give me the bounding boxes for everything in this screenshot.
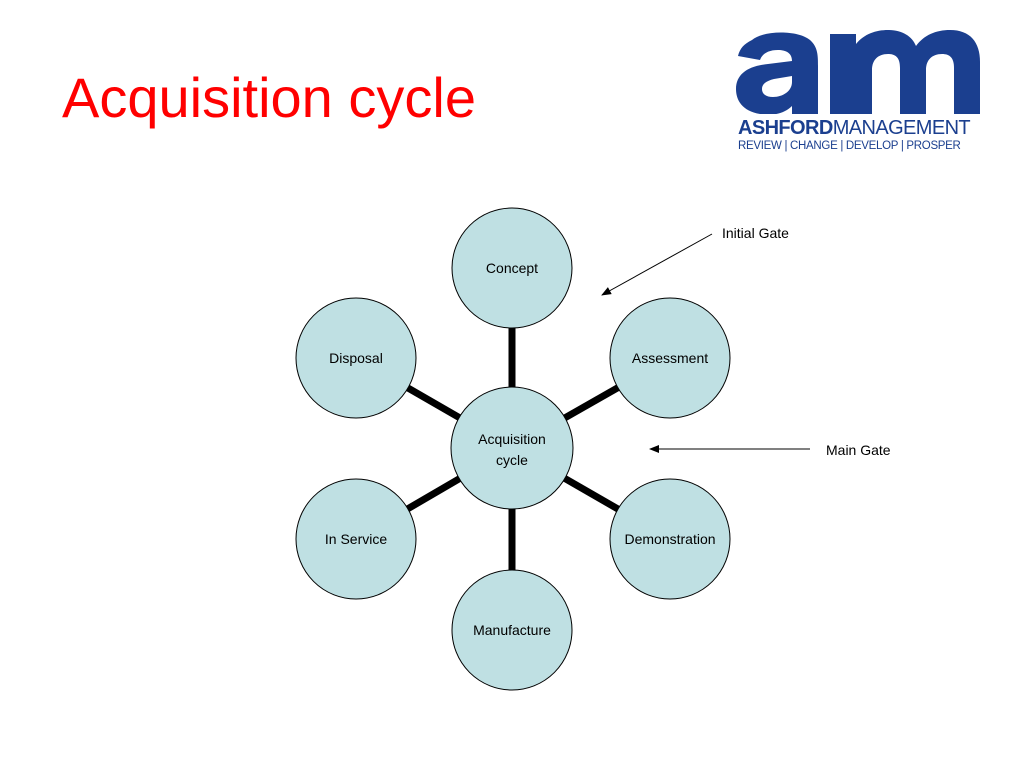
main-gate-label: Main Gate [826,442,891,458]
ashford-management-logo: ASHFORDMANAGEMENT REVIEW | CHANGE | DEVE… [736,28,984,156]
cycle-node-label: Demonstration [624,531,715,547]
am-logo-mark [736,30,980,114]
logo-tagline: REVIEW | CHANGE | DEVELOP | PROSPER [738,140,961,152]
annotation-main-gate: Main Gate [649,442,891,458]
cycle-center-node: Acquisition cycle [450,386,574,510]
cycle-node-label: Disposal [329,350,383,366]
center-label-line-1: Acquisition [478,431,546,447]
center-label-line-2: cycle [496,452,528,468]
cycle-node-manufacture: Manufacture [451,569,573,691]
cycle-node-label: Concept [486,260,538,276]
cycle-node-label: Assessment [632,350,708,366]
cycle-node-disposal: Disposal [295,297,417,419]
cycle-node-in-service: In Service [295,478,417,600]
cycle-node-label: Manufacture [473,622,551,638]
initial-gate-arrow [601,233,713,296]
cycle-node-demonstration: Demonstration [609,478,731,600]
page-title: Acquisition cycle [62,66,476,129]
logo-brand-bold: ASHFORD [738,117,833,139]
logo-brand-text: ASHFORDMANAGEMENT [738,116,971,140]
annotation-initial-gate: Initial Gate [601,225,789,296]
logo-brand-light: MANAGEMENT [832,117,971,139]
initial-gate-label: Initial Gate [722,225,789,241]
cycle-node-label: In Service [325,531,387,547]
cycle-node-assessment: Assessment [609,297,731,419]
cycle-node-concept: Concept [451,207,573,329]
